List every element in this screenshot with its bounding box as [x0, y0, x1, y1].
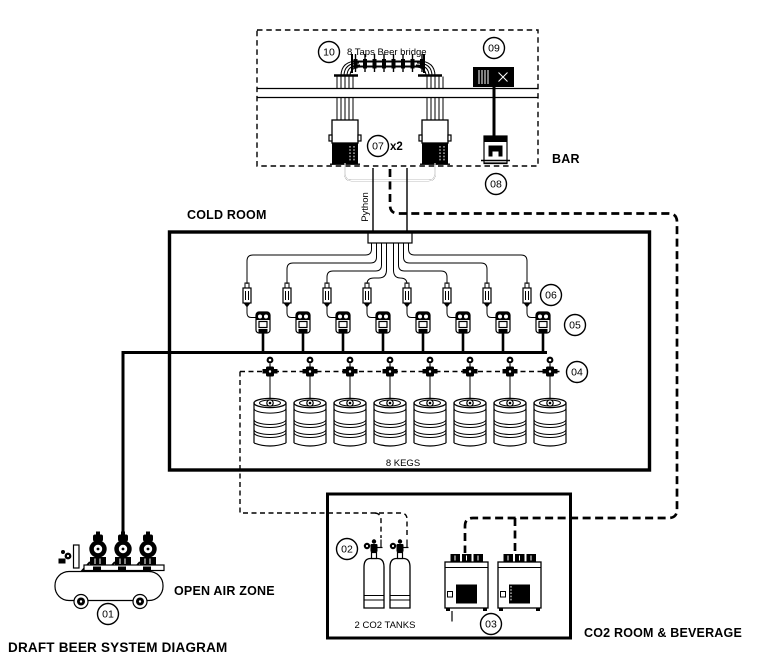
beer-tower-2	[418, 119, 452, 165]
wheel	[132, 593, 148, 610]
co2-room-zone	[326, 492, 572, 640]
air-compressor	[54, 530, 165, 610]
kegs-label: 8 KEGS	[386, 458, 420, 469]
svg-text:07: 07	[372, 141, 384, 153]
beer-taps-bridge	[334, 54, 444, 120]
wheel	[73, 593, 89, 610]
compressor-tank	[54, 570, 164, 602]
svg-text:03: 03	[485, 619, 497, 631]
callout-08-under-counter-unit: 08	[484, 172, 508, 196]
under-counter-unit	[481, 135, 510, 165]
co2-room-outline	[326, 492, 572, 640]
glass-rinser-unit	[473, 67, 514, 87]
co2-room-label: CO2 ROOM & BEVERAGE	[584, 626, 742, 640]
callout-04-regulators: 04	[565, 360, 589, 384]
keg-column	[401, 281, 448, 448]
bar-zone	[256, 29, 539, 182]
callout-06-fob-detectors: 06	[539, 283, 563, 307]
keg-column	[241, 281, 288, 448]
tower-qty-label: x2	[390, 141, 403, 153]
callout-10-bridge: 10	[317, 40, 341, 64]
co2-tank-2	[389, 538, 411, 609]
co2-tank-1	[363, 538, 385, 609]
svg-text:09: 09	[488, 43, 500, 55]
cold-room-label: COLD ROOM	[187, 208, 267, 222]
keg-column	[361, 281, 408, 448]
callout-02-co2-tanks: 02	[335, 537, 359, 561]
beverage-machine-1	[444, 553, 489, 612]
svg-text:05: 05	[569, 320, 581, 332]
callout-01-compressor: 01	[96, 602, 120, 626]
callout-03-beverage-machines: 03	[479, 612, 503, 636]
beer-bridge-label: 8 Taps Beer bridge	[347, 47, 427, 58]
python-label: Python	[360, 192, 371, 222]
diagram-title: DRAFT BEER SYSTEM DIAGRAM	[8, 640, 228, 655]
beverage-machine-2	[497, 553, 542, 612]
air-line	[121, 351, 547, 536]
svg-text:06: 06	[545, 290, 557, 302]
svg-text:02: 02	[341, 544, 353, 556]
tap-handles	[353, 54, 424, 72]
svg-text:01: 01	[102, 609, 114, 621]
keg-column	[281, 281, 328, 448]
svg-text:08: 08	[490, 179, 502, 191]
callout-05-couplers: 05	[563, 313, 587, 337]
co2-tanks-label: 2 CO2 TANKS	[355, 620, 416, 631]
keg-column	[321, 281, 368, 448]
python-trunk	[246, 168, 528, 285]
keg-column	[441, 281, 488, 448]
open-air-zone-label: OPEN AIR ZONE	[174, 584, 275, 598]
keg-column	[481, 281, 528, 448]
svg-text:10: 10	[323, 47, 335, 59]
keg-column	[521, 281, 568, 448]
cold-room-outline	[167, 230, 652, 472]
beer-tower-1	[328, 119, 362, 165]
cold-room-zone	[167, 230, 652, 472]
bar-zone-label: BAR	[552, 152, 580, 166]
callout-07-towers: 07	[366, 134, 390, 158]
beverage-gas-dashed-line	[388, 169, 679, 553]
beer-lines-fan	[246, 243, 528, 285]
bar-counter	[257, 87, 538, 99]
callout-09-rinser: 09	[482, 36, 506, 60]
svg-text:04: 04	[571, 367, 583, 379]
tower-trunk-manifold	[344, 163, 436, 182]
co2-gas-dashed-line	[239, 370, 563, 538]
